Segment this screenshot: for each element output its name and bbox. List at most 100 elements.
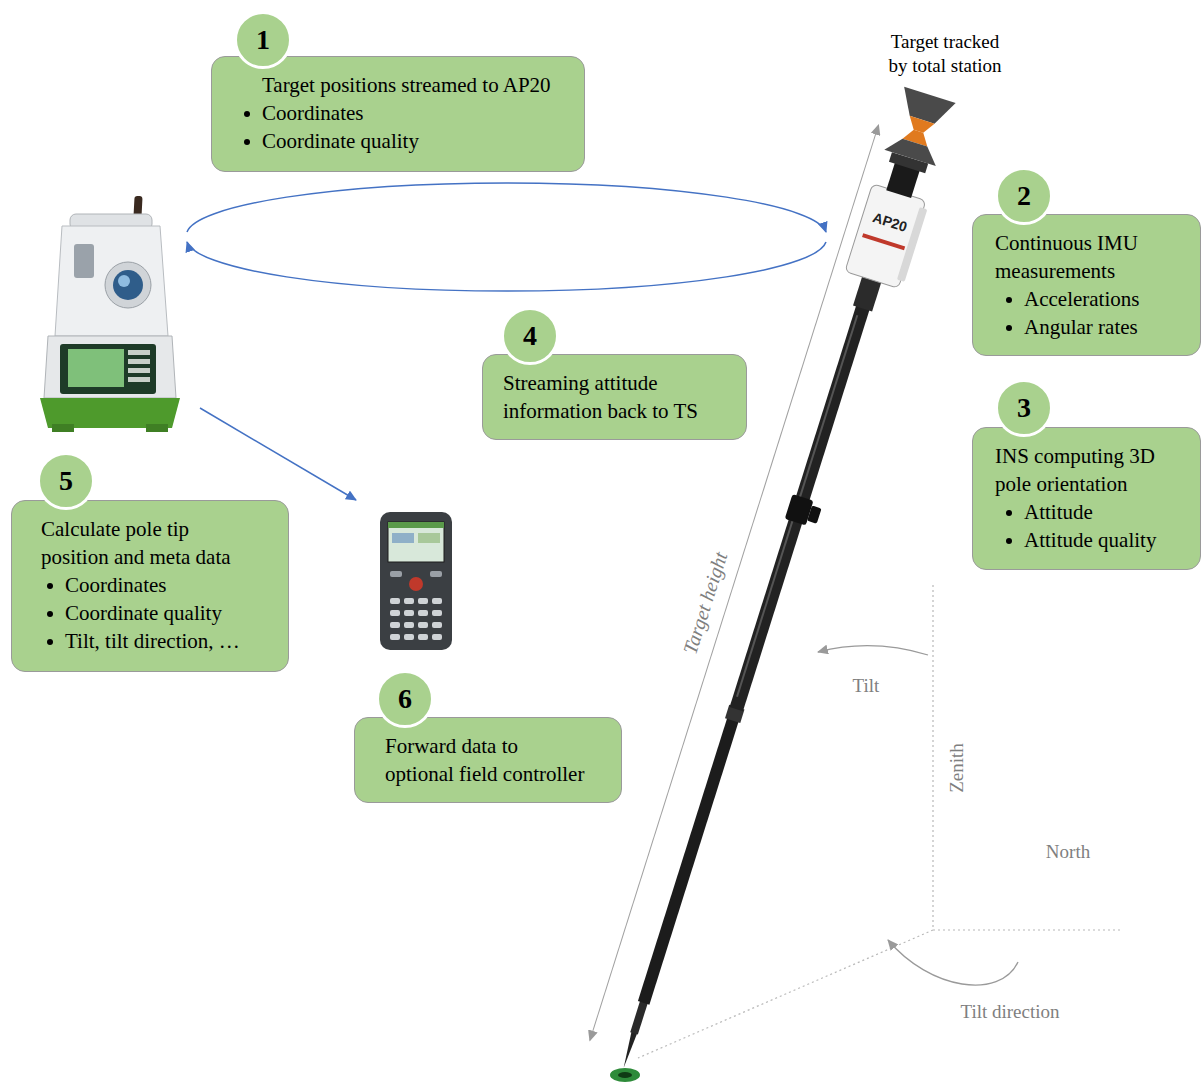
angle-arcs [818, 646, 928, 655]
step-box: INS computing 3D pole orientationAttitud… [972, 427, 1201, 570]
step-number-circle: 6 [376, 670, 434, 728]
field-controller [390, 634, 400, 640]
total-station [128, 368, 150, 373]
step-heading: Target positions streamed to AP20 [262, 71, 574, 99]
field-controller [432, 634, 442, 640]
field-controller [404, 634, 414, 640]
bullet-item: Angular rates [1024, 313, 1192, 341]
total-station [40, 398, 180, 428]
bullet-item: Coordinate quality [262, 127, 574, 155]
field-controller [418, 610, 428, 616]
step-number: 5 [59, 466, 73, 496]
survey-pole [638, 715, 740, 1005]
field-controller [409, 577, 423, 591]
data-link-arrows [187, 183, 826, 500]
field-controller [432, 598, 442, 604]
survey-pole [630, 1000, 648, 1035]
total-station [128, 377, 150, 382]
field-controller [380, 512, 452, 650]
axis-label: North [1046, 841, 1090, 863]
survey-pole [590, 125, 879, 1041]
angle-arcs [818, 646, 1018, 985]
survey-pole [620, 1031, 637, 1069]
device-logo: AP20 [871, 209, 909, 235]
step-number-circle: 3 [995, 379, 1053, 437]
field-controller [388, 522, 444, 562]
step-heading: Calculate pole tip position and meta dat… [41, 515, 258, 571]
field-controller [390, 622, 400, 628]
bullet-item: Attitude [1024, 498, 1188, 526]
dimension-label: Target height [679, 549, 732, 656]
survey-pole [585, 83, 960, 1077]
ground-mark [610, 1068, 640, 1082]
bullet-item: Tilt, tilt direction, … [65, 627, 258, 655]
data-link-arrows [187, 183, 826, 232]
step-number: 4 [523, 321, 537, 351]
survey-pole [730, 305, 870, 712]
total-station [74, 244, 94, 278]
total-station [128, 359, 150, 364]
field-controller [392, 533, 414, 543]
field-controller [430, 571, 442, 577]
survey-pole [736, 315, 858, 697]
field-controller [404, 610, 414, 616]
angle-arcs [888, 940, 1018, 985]
field-controller [388, 522, 444, 528]
total-station [40, 196, 180, 432]
step-number-circle: 1 [234, 11, 292, 69]
step-box: Forward data to optional field controlle… [354, 717, 622, 803]
field-controller [432, 610, 442, 616]
angle-label: Tilt [853, 675, 880, 697]
reference-guides [932, 585, 933, 930]
field-controller [380, 512, 452, 650]
step-box: Streaming attitude information back to T… [482, 354, 747, 440]
reference-guides [933, 929, 1120, 930]
step-number: 6 [398, 684, 412, 714]
step-heading: Continuous IMU measurements [995, 229, 1192, 285]
ground-mark [618, 1072, 632, 1078]
field-controller [418, 634, 428, 640]
step-box: Target positions streamed to AP20Coordin… [211, 56, 585, 172]
field-controller [432, 622, 442, 628]
bullet-item: Coordinates [262, 99, 574, 127]
step-number: 2 [1017, 181, 1031, 211]
step-number: 1 [256, 25, 270, 55]
target-note: Target tracked by total station [883, 30, 1008, 78]
field-controller [404, 598, 414, 604]
reference-guides [638, 585, 1120, 1058]
data-link-arrows [200, 408, 356, 500]
step-heading: Streaming attitude information back to T… [503, 369, 734, 425]
bullet-item: Coordinates [65, 571, 258, 599]
total-station [118, 275, 130, 287]
step-number-circle: 4 [501, 307, 559, 365]
total-station [60, 344, 156, 394]
step-box: Continuous IMU measurementsAccelerations… [972, 214, 1201, 356]
total-station [105, 262, 151, 308]
survey-pole [807, 505, 821, 523]
field-controller [418, 533, 440, 543]
total-station [44, 336, 176, 398]
total-station [55, 226, 168, 336]
total-station [146, 424, 168, 432]
field-controller [404, 622, 414, 628]
field-controller [390, 610, 400, 616]
reference-guides [638, 930, 933, 1058]
step-number-circle: 5 [37, 452, 95, 510]
axis-label: Zenith [946, 743, 968, 793]
step-number: 3 [1017, 393, 1031, 423]
field-controller [390, 571, 402, 577]
bullet-item: Attitude quality [1024, 526, 1188, 554]
data-link-arrows [187, 242, 826, 291]
field-controller [418, 598, 428, 604]
bullet-item: Coordinate quality [65, 599, 258, 627]
angle-label: Tilt direction [960, 1001, 1059, 1023]
step-heading: Forward data to optional field controlle… [385, 732, 609, 788]
ground-mark [610, 1068, 640, 1082]
total-station [68, 349, 124, 387]
survey-pole [884, 134, 940, 165]
step-number-circle: 2 [995, 167, 1053, 225]
bullet-item: Accelerations [1024, 285, 1192, 313]
total-station [52, 424, 74, 432]
field-controller [390, 598, 400, 604]
